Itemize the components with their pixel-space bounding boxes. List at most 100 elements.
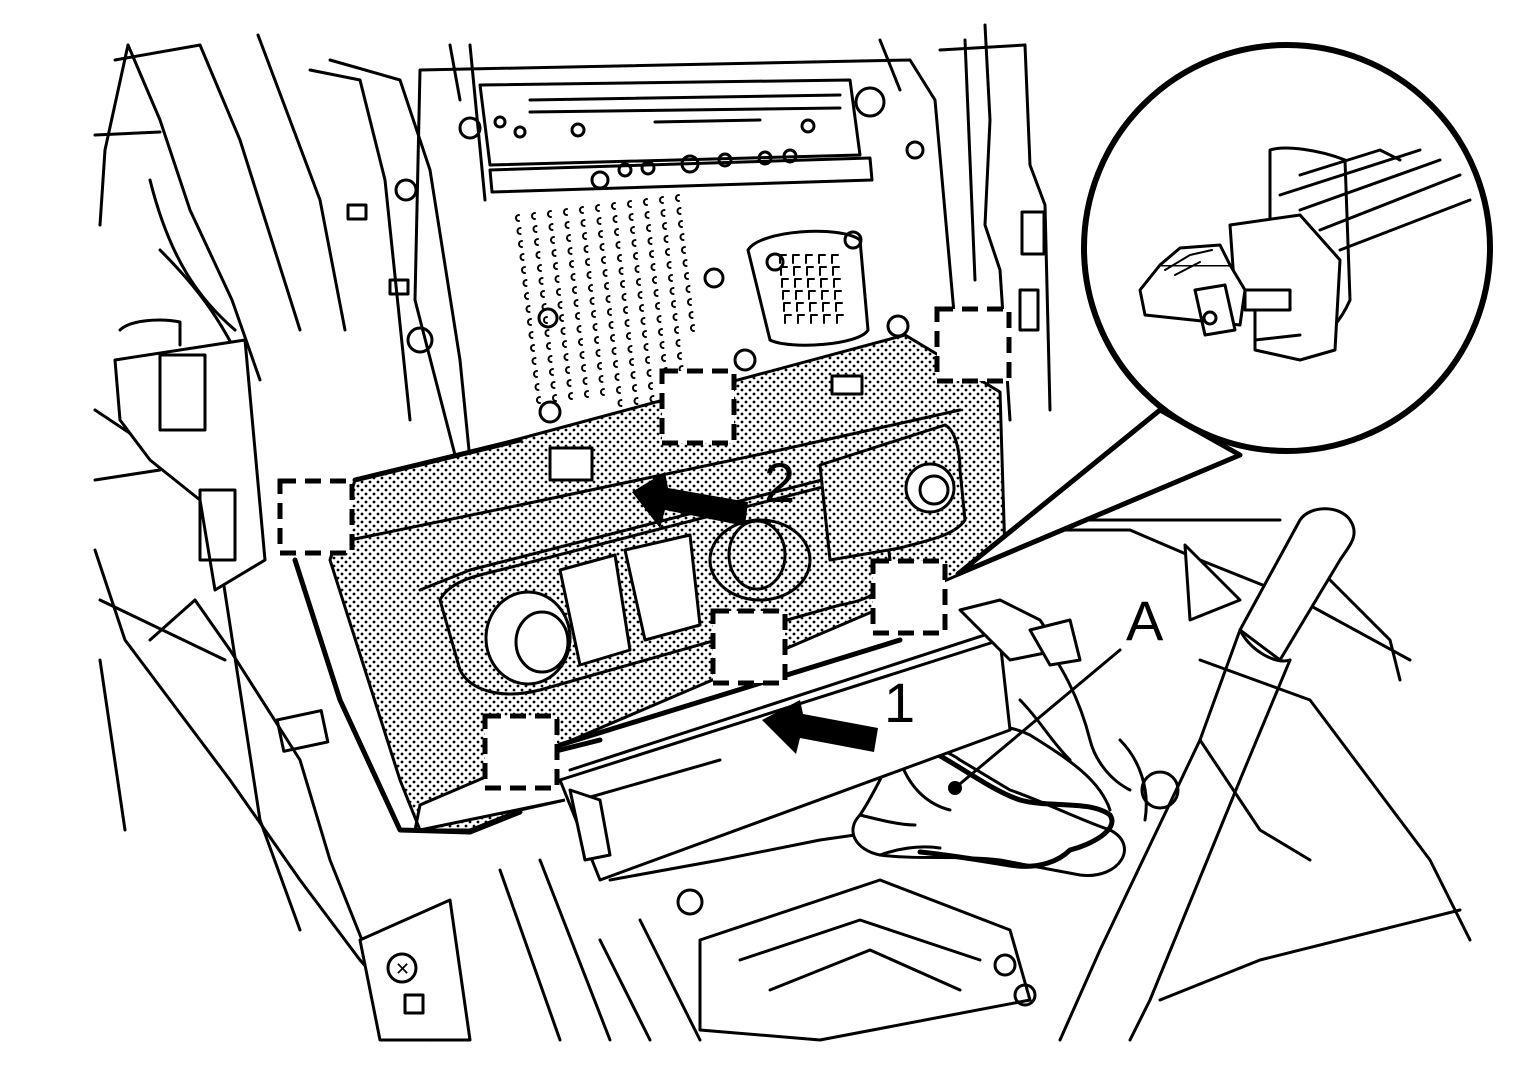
socket-pin	[782, 290, 790, 300]
vent-slot	[646, 369, 652, 377]
socket-pin	[805, 254, 813, 264]
vent-slot	[598, 230, 603, 238]
vent-slot	[656, 315, 662, 323]
vent-slot	[595, 349, 601, 357]
vent-slot	[563, 353, 569, 361]
vent-slot	[652, 276, 657, 284]
vent-slot	[543, 316, 548, 324]
vent-slot	[576, 325, 582, 333]
vent-slot	[538, 277, 544, 285]
vent-slot	[659, 196, 664, 204]
vent-slot	[653, 289, 659, 297]
vent-slot	[613, 360, 618, 368]
vent-slot	[544, 329, 550, 337]
socket-pin	[809, 302, 817, 312]
vent-slot	[580, 219, 586, 227]
clip-location-left	[277, 478, 355, 556]
svg-text:✕: ✕	[395, 959, 410, 979]
vent-slot	[629, 358, 634, 366]
vent-slot	[663, 235, 669, 243]
vent-slot	[634, 265, 640, 273]
vent-slot	[687, 298, 692, 306]
clip-location-top-center	[659, 368, 737, 446]
vent-slot	[644, 211, 650, 219]
socket-pin	[836, 314, 844, 324]
socket-pin	[794, 278, 802, 288]
vent-slot	[685, 285, 691, 293]
vent-slot	[531, 357, 537, 365]
vent-slot	[551, 249, 557, 257]
vent-slot	[678, 220, 683, 228]
vent-slot	[615, 241, 621, 249]
vent-slot	[600, 388, 605, 396]
control-panel-bezel	[292, 333, 1007, 835]
vent-slot	[597, 362, 602, 370]
socket-pin	[819, 266, 827, 276]
vent-slot	[611, 202, 616, 210]
vent-slot	[624, 319, 630, 327]
socket-pin	[833, 278, 841, 288]
vent-slot	[617, 254, 622, 262]
removal-arrows: 2 1	[632, 451, 915, 754]
vent-slot	[537, 264, 542, 272]
vent-slot	[532, 225, 538, 233]
vent-slot	[616, 386, 621, 394]
vent-slot	[617, 399, 623, 407]
callout-step-1: 1	[884, 671, 915, 734]
vent-slot	[623, 306, 628, 314]
socket-pin	[831, 254, 839, 264]
vent-slot	[579, 206, 584, 214]
vent-slot	[570, 273, 576, 281]
vent-slot	[581, 364, 586, 372]
vent-slot	[534, 383, 540, 391]
vent-slot	[633, 397, 639, 405]
socket-pin	[796, 302, 804, 312]
vent-slot	[646, 224, 651, 232]
vent-slot	[524, 292, 529, 300]
vent-slot	[584, 390, 589, 398]
vent-slot	[522, 279, 528, 287]
vent-slot	[560, 327, 566, 335]
vent-slot	[611, 347, 617, 355]
vent-slot	[674, 326, 679, 334]
vent-slot	[578, 338, 583, 346]
vent-slot	[662, 222, 667, 230]
vent-slot	[547, 355, 553, 363]
trim-bar	[558, 598, 1082, 882]
vent-slot	[658, 328, 663, 336]
vent-slot	[534, 238, 539, 246]
socket-pin	[823, 314, 831, 324]
vent-slot	[601, 256, 606, 264]
socket-pin	[806, 266, 814, 276]
vent-slot	[665, 248, 670, 256]
dashboard-background: ✕	[93, 23, 1472, 1042]
vent-slot	[554, 275, 560, 283]
socket-pin	[792, 254, 800, 264]
vent-slot	[621, 293, 627, 301]
vent-slot	[530, 344, 535, 352]
vent-slot	[528, 331, 534, 339]
vent-slot	[568, 392, 573, 400]
vent-slot	[579, 351, 585, 359]
vent-slot	[572, 286, 577, 294]
vent-slot	[548, 223, 554, 231]
socket-pin	[822, 302, 830, 312]
vent-slot	[535, 251, 541, 259]
retaining-clips	[277, 306, 1012, 791]
vent-slot	[631, 239, 637, 247]
vent-slot	[649, 250, 654, 258]
vent-slot	[626, 332, 631, 340]
vent-slot	[515, 214, 520, 222]
vent-slot	[573, 299, 579, 307]
vent-slot	[660, 209, 666, 217]
vent-slot	[527, 318, 532, 326]
socket-pin	[784, 314, 792, 324]
clip-location-right	[870, 558, 948, 636]
callout-step-2: 2	[764, 451, 795, 514]
vent-slot	[549, 368, 554, 376]
vent-slot	[620, 280, 625, 288]
vent-slot	[540, 290, 545, 298]
vent-slot	[589, 297, 595, 305]
vent-slot	[531, 212, 536, 220]
vent-slot	[583, 245, 589, 253]
